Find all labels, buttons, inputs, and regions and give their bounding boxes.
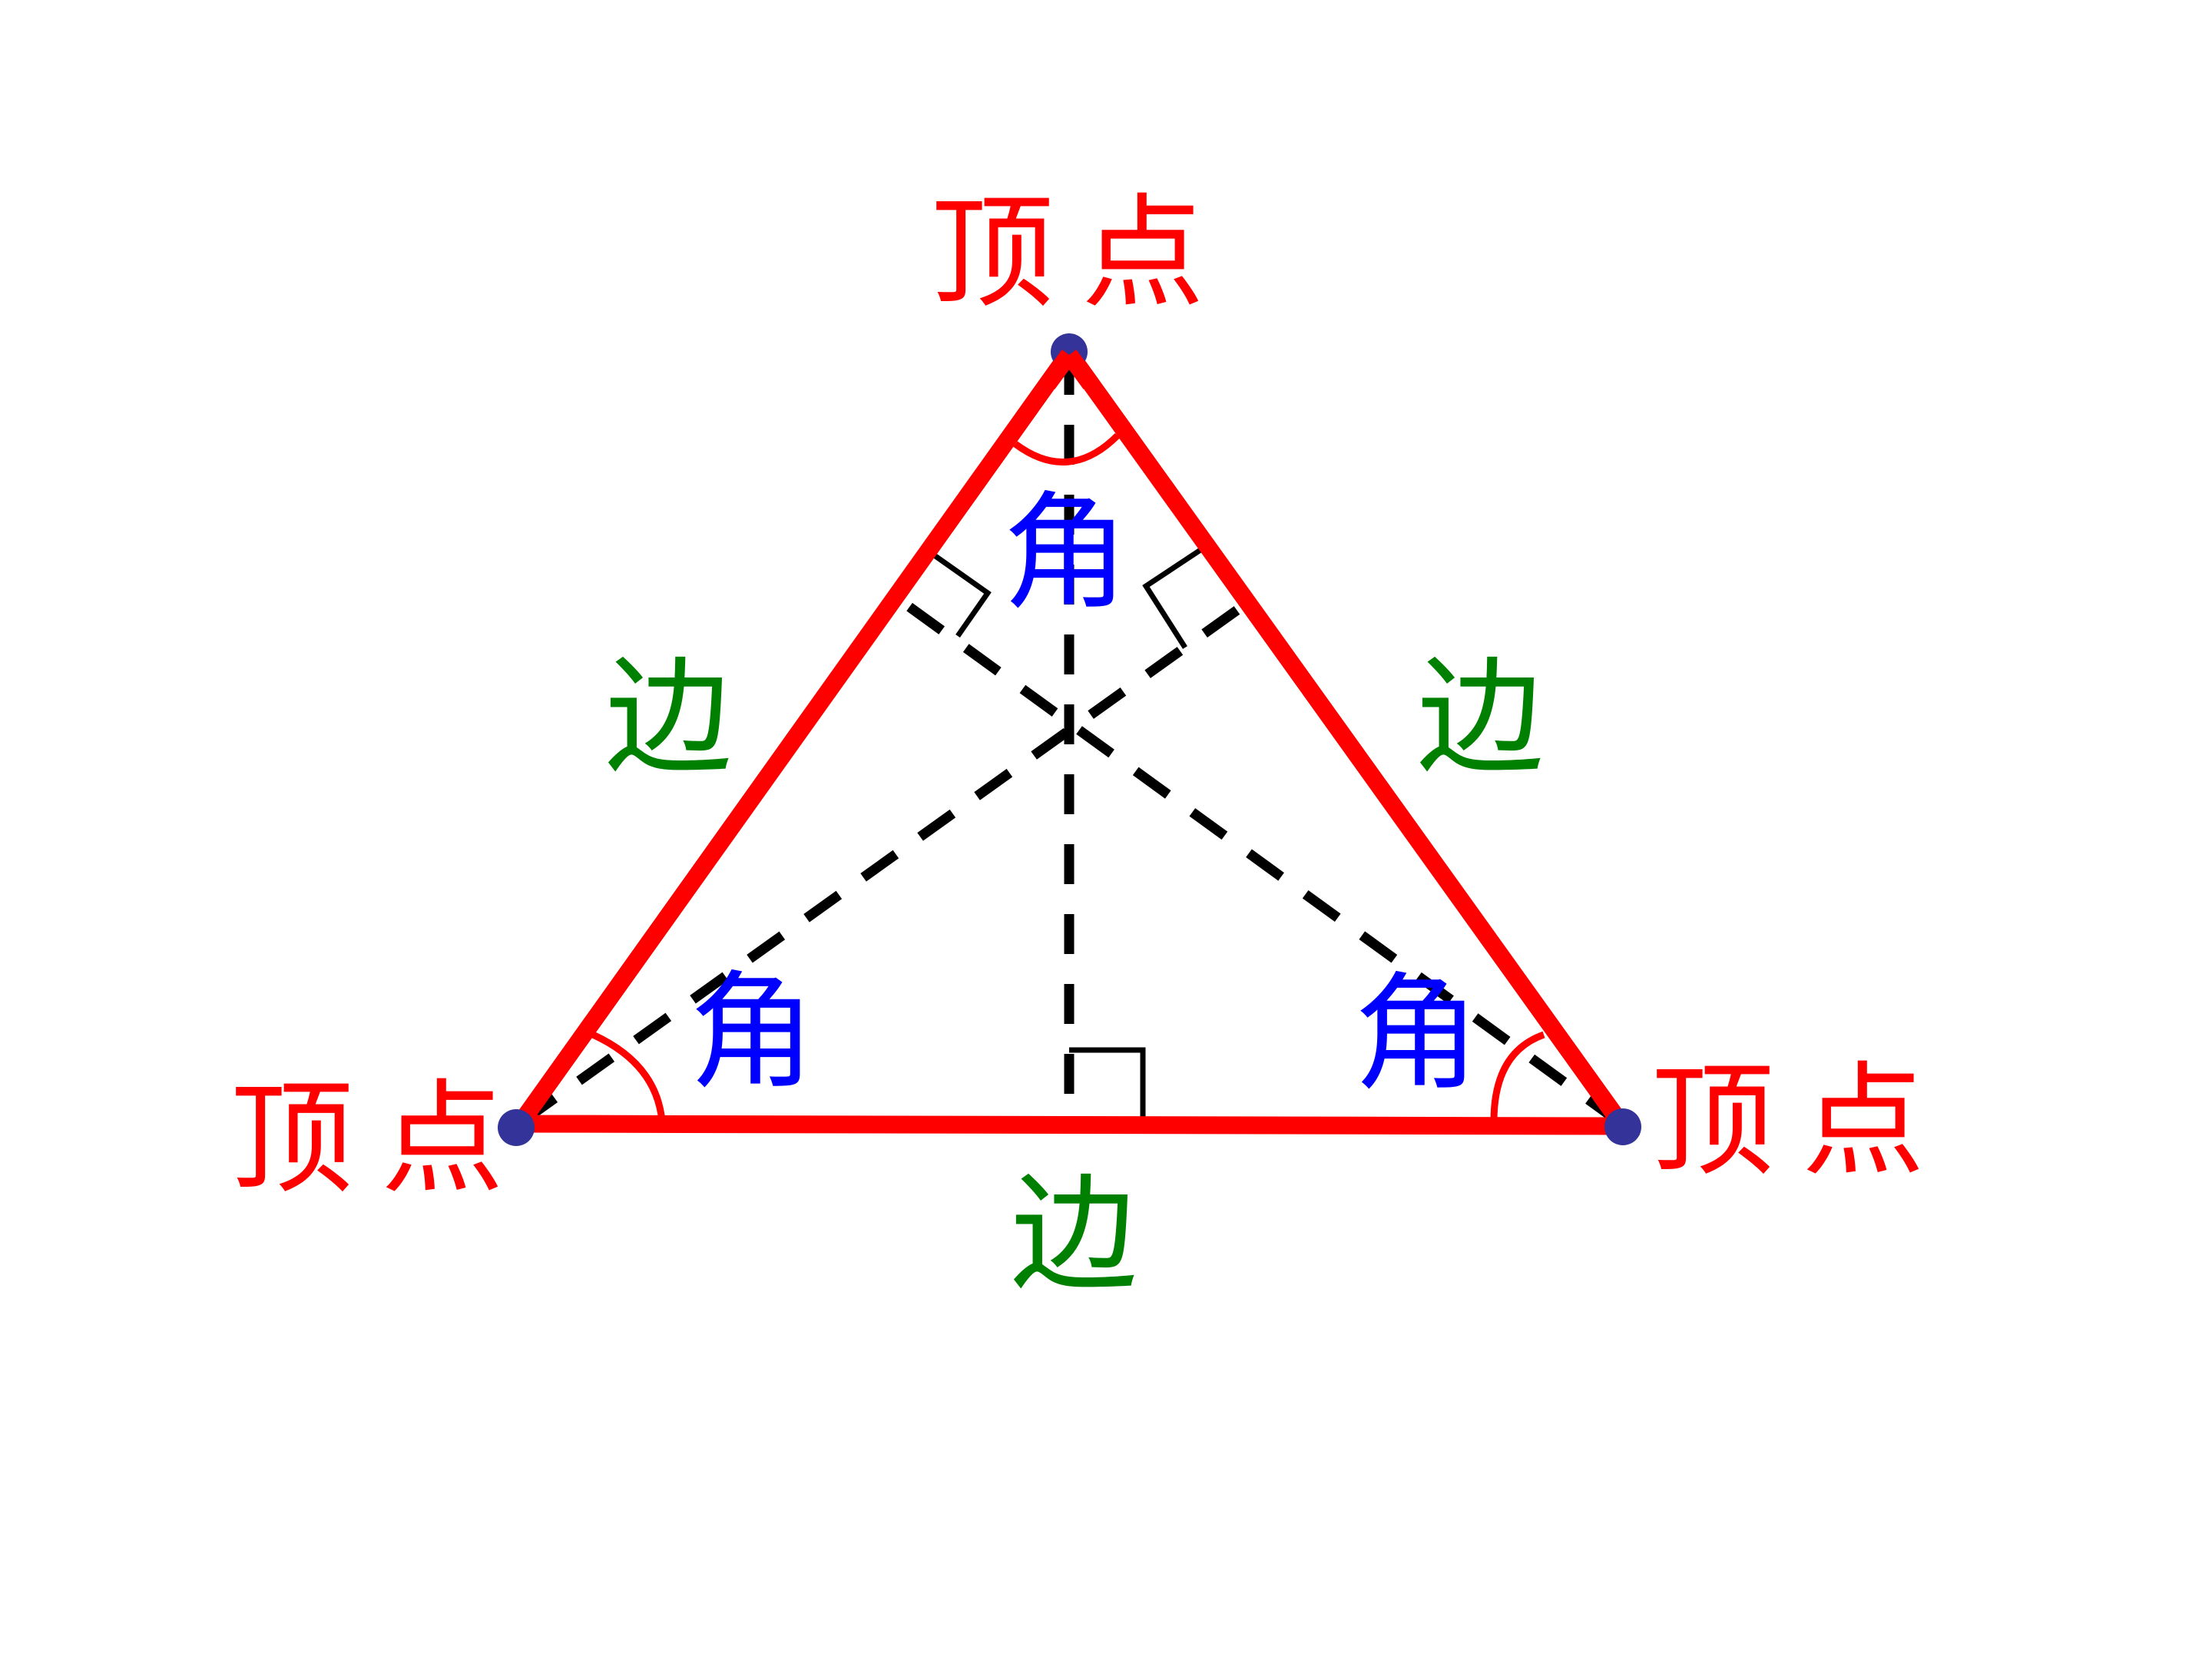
right-angle-markers bbox=[926, 545, 1207, 1121]
triangle-overlay-top-left bbox=[1040, 349, 1077, 389]
angle-arc-left bbox=[591, 1031, 666, 1122]
angle-label-top: 角 bbox=[1002, 479, 1129, 627]
triangle-outline bbox=[502, 338, 1641, 1135]
angle-arc-right bbox=[1490, 1031, 1545, 1122]
angle-label-right: 角 bbox=[1353, 960, 1480, 1108]
angle-arc-top bbox=[1013, 432, 1121, 465]
vertex-label-left: 顶点 bbox=[230, 1067, 532, 1211]
altitudes bbox=[519, 355, 1624, 1128]
right-angle-marker-left bbox=[926, 548, 992, 638]
triangle bbox=[502, 338, 1641, 1135]
vertex-dot-right bbox=[1604, 1108, 1641, 1145]
vertex-label-right: 顶点 bbox=[1651, 1049, 1953, 1193]
vertex-dot-left bbox=[498, 1109, 535, 1146]
right-angle-marker-right bbox=[1142, 545, 1207, 649]
angle-label-left: 角 bbox=[689, 959, 816, 1106]
right-angle-marker-bottom bbox=[1069, 1047, 1146, 1121]
triangle-overlay bbox=[1040, 349, 1098, 389]
side-label-left: 边 bbox=[605, 644, 732, 791]
angle-arcs bbox=[591, 432, 1545, 1122]
side-label-bottom: 边 bbox=[1011, 1161, 1137, 1308]
altitude-from-right bbox=[892, 592, 1624, 1128]
vertex-label-top: 顶点 bbox=[931, 181, 1233, 325]
side-label-right: 边 bbox=[1417, 644, 1544, 791]
altitude-from-left bbox=[519, 598, 1251, 1126]
